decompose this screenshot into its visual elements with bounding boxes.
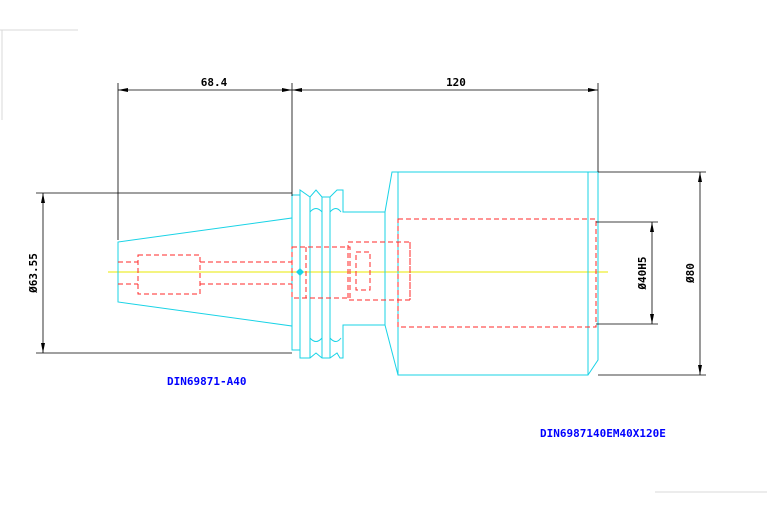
- center-marker: [296, 268, 304, 276]
- hidden-lines: [118, 218, 597, 328]
- sheet-border: [0, 29, 767, 493]
- dim-length-right: 120: [446, 76, 466, 89]
- dim-flange-diameter: Ø63.55: [27, 253, 40, 294]
- holder-body-outline: [384, 171, 599, 376]
- vertical-dimensions: [36, 171, 706, 376]
- holder-spec-label: DIN6987140EM40X120E: [540, 427, 666, 440]
- taper-spec-label: DIN69871-A40: [167, 375, 246, 388]
- dim-body-diameter: Ø80: [684, 263, 697, 284]
- flange-outline: [291, 189, 386, 359]
- dim-bore-diameter: Ø40H5: [636, 256, 649, 290]
- horizontal-dimensions: [117, 83, 599, 240]
- dim-length-left: 68.4: [201, 76, 228, 89]
